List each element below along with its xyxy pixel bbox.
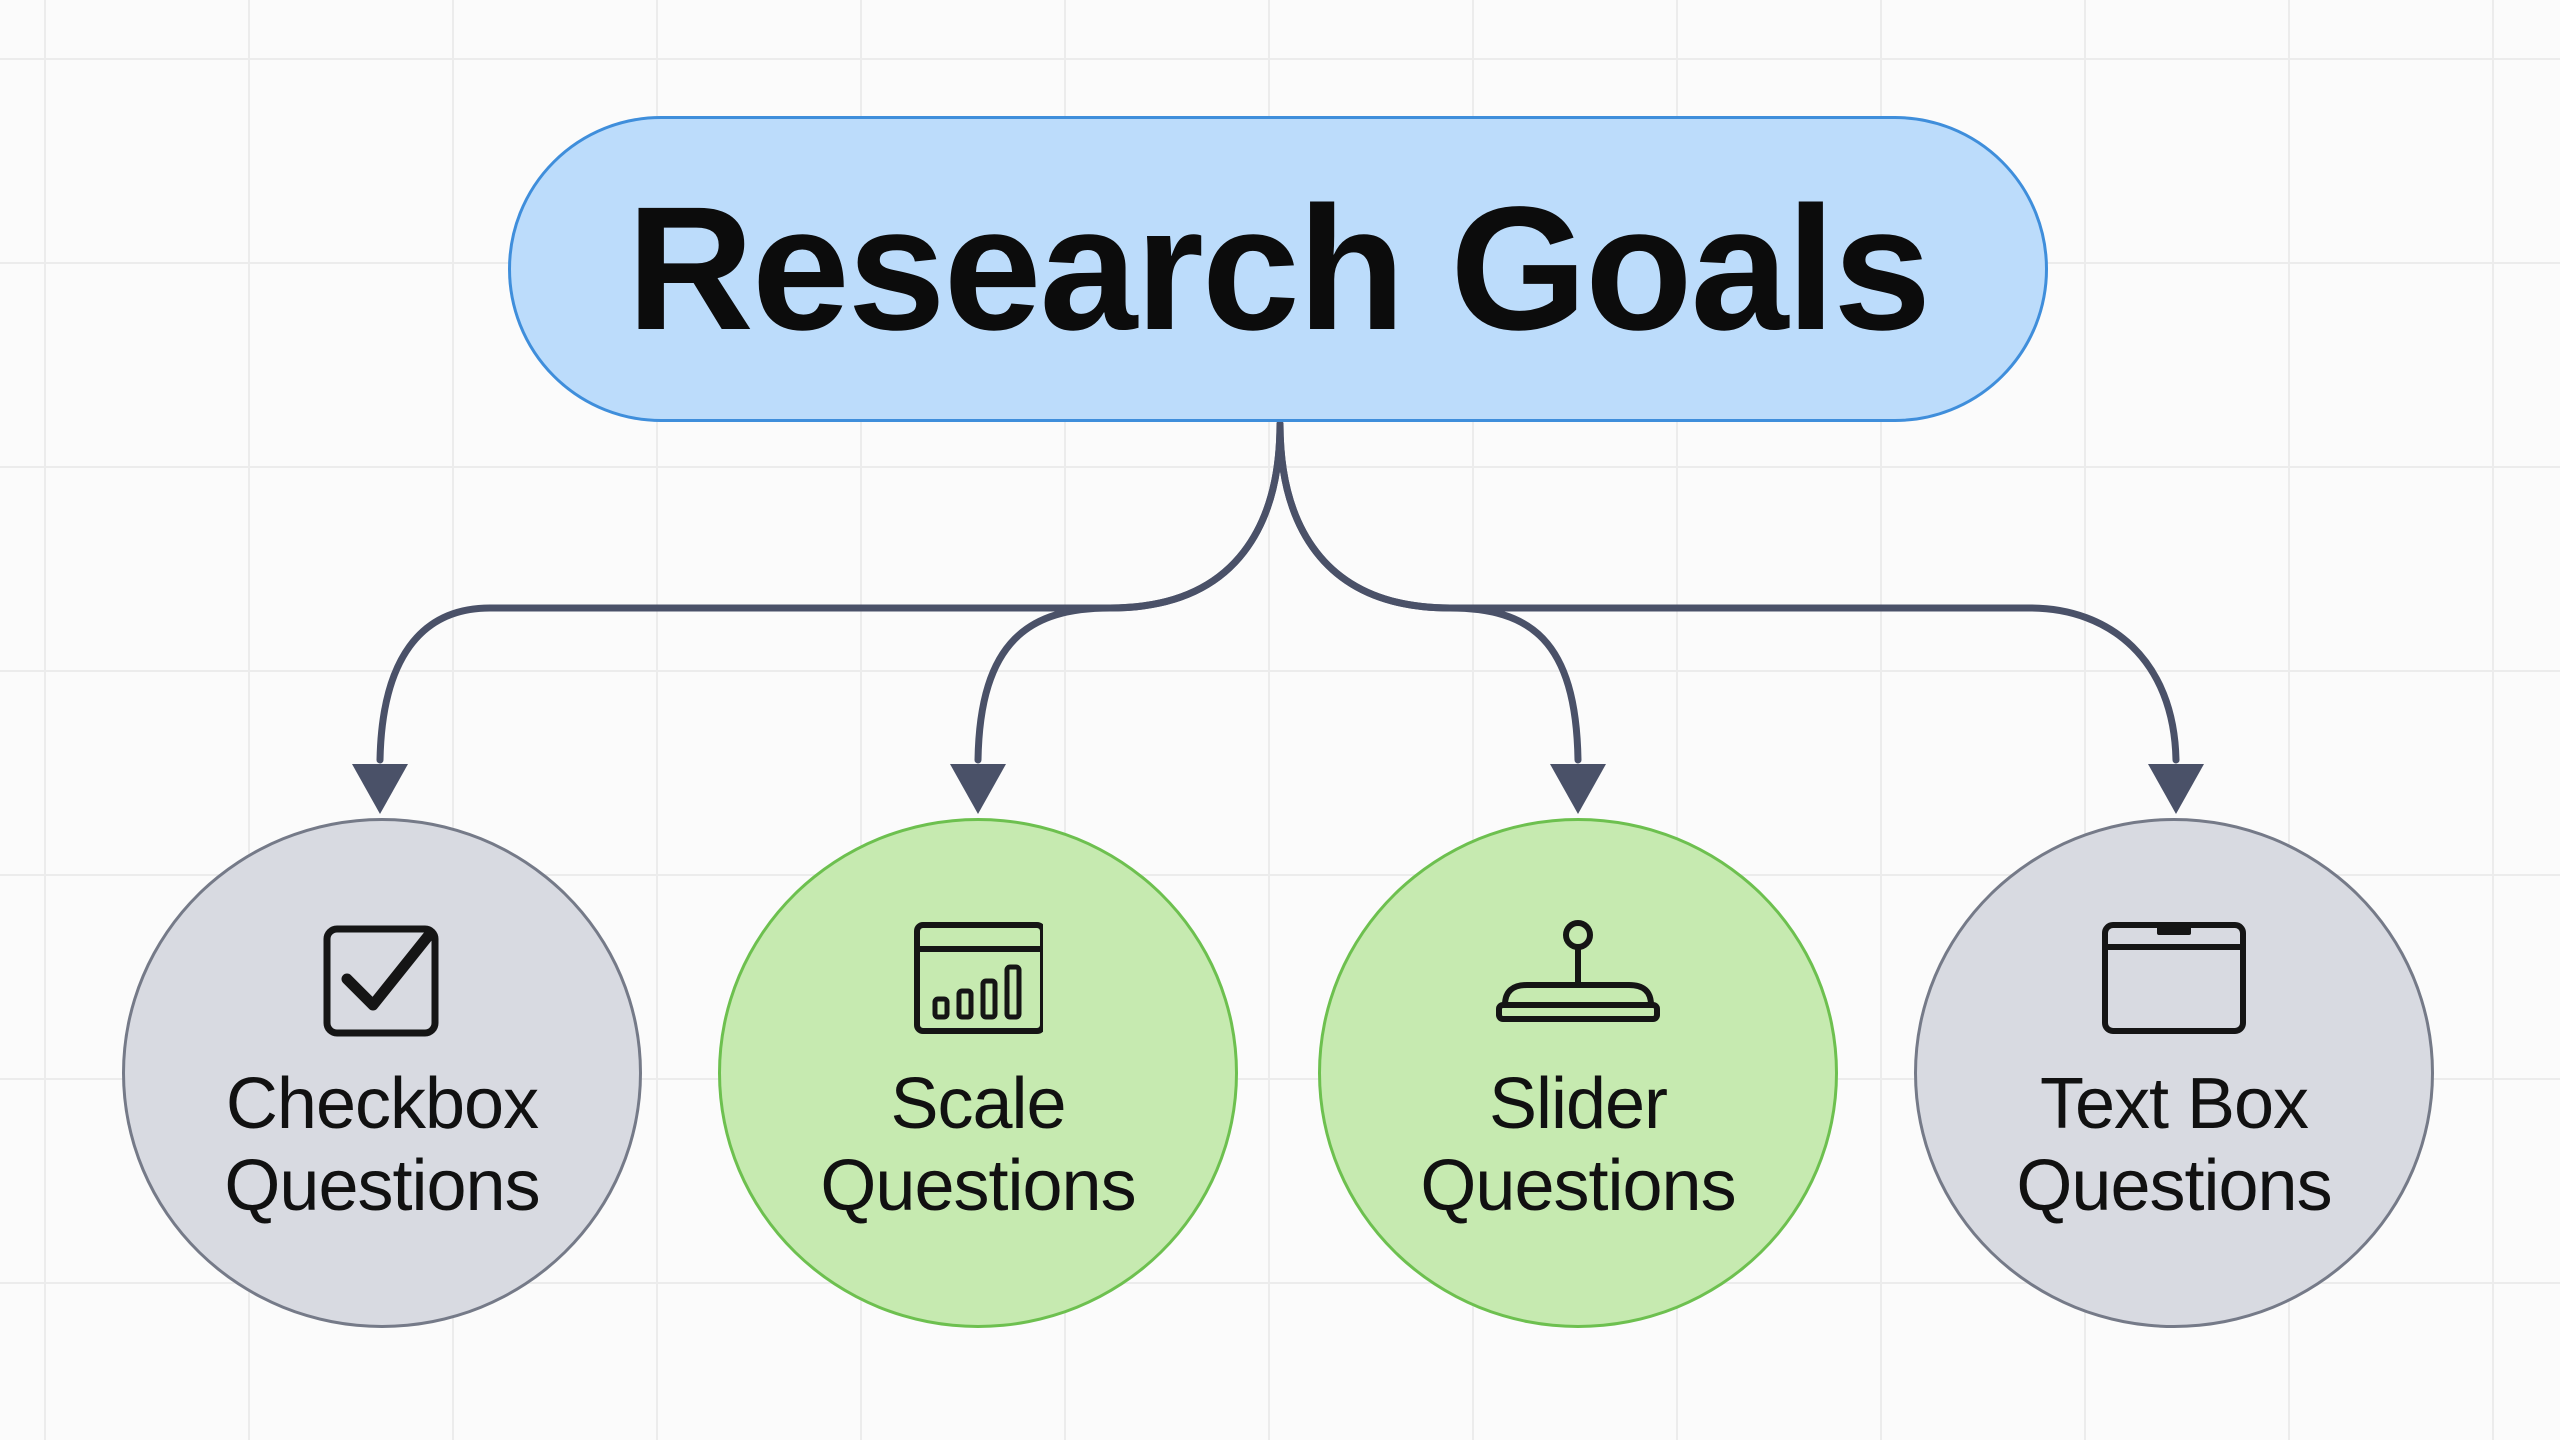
connector-scale — [974, 420, 1284, 764]
connector-checkbox — [376, 420, 1284, 764]
child-label-line1: Scale — [890, 1064, 1066, 1144]
child-node-text-box-questions[interactable]: Text Box Questions — [1914, 818, 2434, 1328]
child-label: Scale Questions — [820, 1063, 1136, 1227]
child-node-scale-questions[interactable]: Scale Questions — [718, 818, 1238, 1328]
child-label-line2: Questions — [820, 1146, 1136, 1226]
connector-slider — [1276, 420, 1582, 764]
child-label: Text Box Questions — [2016, 1063, 2332, 1227]
root-node-label: Research Goals — [626, 171, 1931, 367]
arrowhead-scale — [950, 764, 1006, 814]
bar-chart-scale-icon — [914, 922, 1043, 1034]
child-label-line2: Questions — [2016, 1146, 2332, 1226]
child-node-slider-questions[interactable]: Slider Questions — [1318, 818, 1838, 1328]
child-node-checkbox-questions[interactable]: Checkbox Questions — [122, 818, 642, 1328]
arrowhead-slider — [1550, 764, 1606, 814]
child-label: Slider Questions — [1420, 1063, 1736, 1227]
child-label: Checkbox Questions — [224, 1063, 540, 1227]
arrowhead-checkbox — [352, 764, 408, 814]
child-label-line1: Checkbox — [225, 1064, 539, 1144]
child-label-line2: Questions — [224, 1146, 540, 1226]
child-label-line2: Questions — [1420, 1146, 1736, 1226]
text-box-icon — [2102, 922, 2246, 1034]
child-label-line1: Text Box — [2039, 1064, 2309, 1144]
checkbox-icon — [323, 925, 439, 1037]
root-node-research-goals[interactable]: Research Goals — [508, 116, 2048, 422]
connector-textbox — [1276, 420, 2180, 764]
child-label-line1: Slider — [1488, 1064, 1668, 1144]
arrowhead-textbox — [2148, 764, 2204, 814]
slider-icon — [1496, 920, 1660, 1022]
